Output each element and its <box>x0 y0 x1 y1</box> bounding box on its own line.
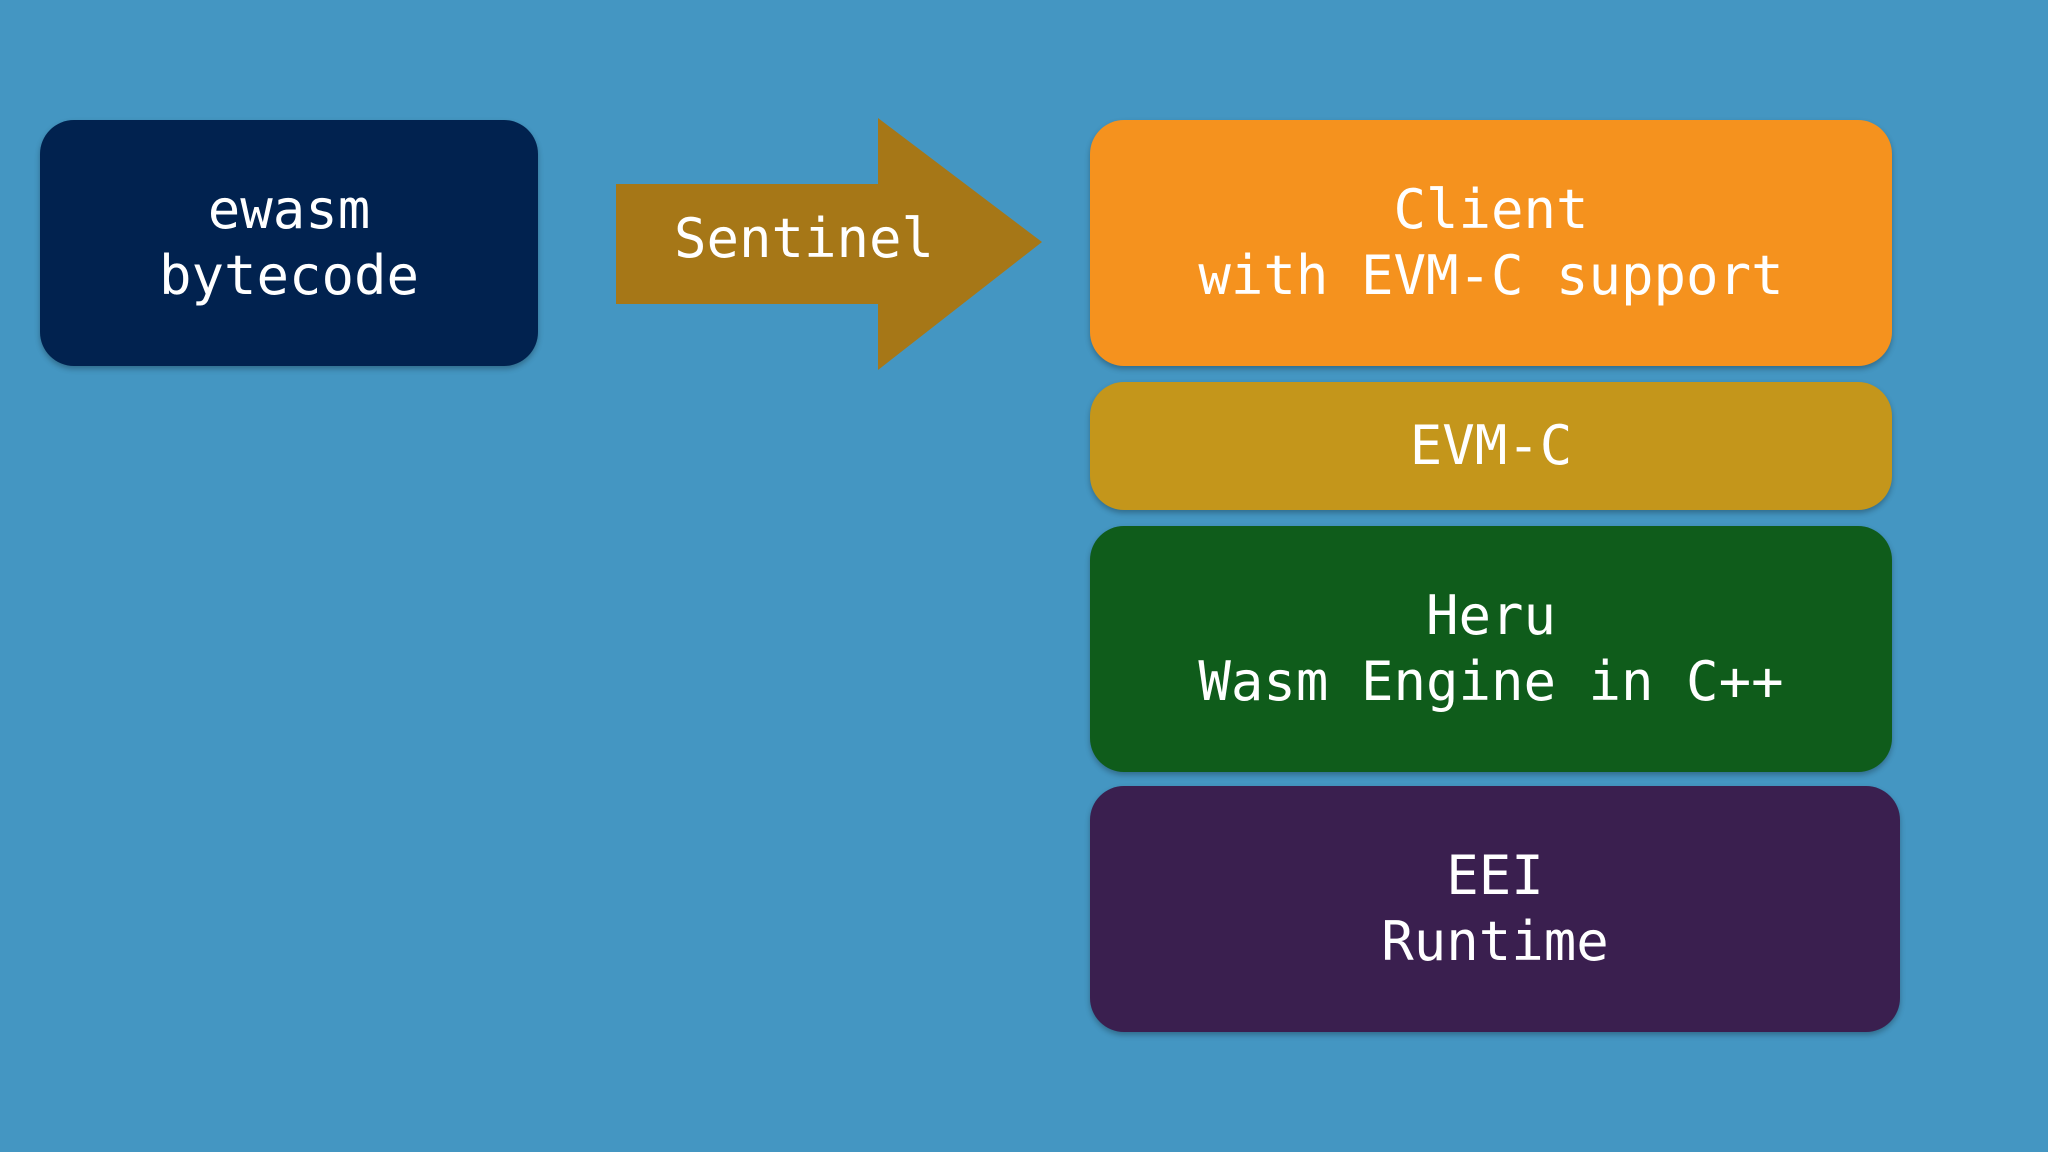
bytecode-box-line-1: ewasm <box>207 178 371 241</box>
evmc-box: EVM-C <box>1090 382 1892 510</box>
eei-box-line-2: Runtime <box>1381 910 1609 973</box>
bytecode-box-line-2: bytecode <box>158 244 420 307</box>
sentinel-arrow <box>616 118 1042 370</box>
client-box-line-1: Client <box>1393 178 1589 241</box>
wasm-engine-box-line-1: Heru <box>1425 584 1557 647</box>
wasm-engine-box-line-2: Wasm Engine in C++ <box>1198 650 1784 713</box>
client-box-line-2: with EVM-C support <box>1198 244 1784 307</box>
arrow-shape <box>616 118 1042 370</box>
eei-runtime-box: EEI Runtime <box>1090 786 1900 1032</box>
evmc-box-label: EVM-C <box>1409 414 1573 477</box>
sentinel-label: Sentinel <box>673 207 935 270</box>
ewasm-bytecode-box: ewasm bytecode <box>40 120 538 366</box>
eei-box-line-1: EEI <box>1446 844 1544 907</box>
wasm-engine-box: Heru Wasm Engine in C++ <box>1090 526 1892 772</box>
client-box: Client with EVM-C support <box>1090 120 1892 366</box>
